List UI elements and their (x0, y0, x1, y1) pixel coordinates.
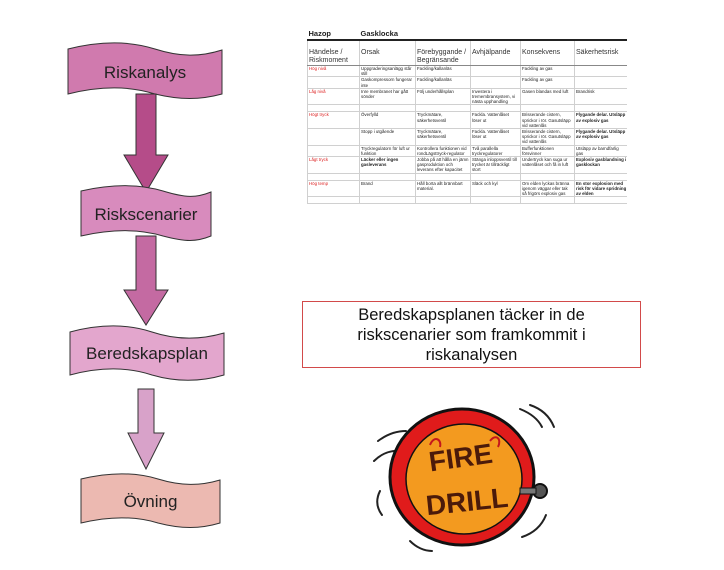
beredskapsplan-label: Beredskapsplan (70, 344, 224, 364)
hazop-cell (416, 173, 471, 180)
ovning-label: Övning (81, 492, 220, 512)
hazop-cell: Överfylld (360, 112, 416, 129)
hazop-cell (416, 105, 471, 112)
arrow-riskanalys-to-riskscenarier (124, 94, 168, 192)
hazop-cell: Jobba på att hålla en jämn gasproduktion… (416, 157, 471, 174)
hazop-event-cell: Hög nivå (308, 66, 360, 77)
hazop-event-cell (308, 129, 360, 146)
hazop-cell: Fackling av gas (521, 77, 575, 88)
hazop-event-cell: Lågt tryck (308, 157, 360, 174)
hazop-header-cell: Händelse / Riskmoment (308, 40, 360, 66)
hazop-event-cell: Låg nivå (308, 88, 360, 105)
hazop-cell (360, 197, 416, 204)
hazop-cell: Explosiv gasblandning i gasklockan (575, 157, 628, 174)
hazop-row (308, 105, 628, 112)
flow-diagram (0, 0, 300, 570)
hazop-cell: Gaskompressorn fungerar inte (360, 77, 416, 88)
arrow-riskscenarier-to-beredskapsplan (124, 236, 168, 325)
hazop-cell (575, 105, 628, 112)
hazop-cell (521, 105, 575, 112)
hazop-event-cell (308, 197, 360, 204)
hazop-cell: Tryckmätare, säkerhetsventil (416, 112, 471, 129)
textbox-text: Beredskapsplanen täcker in de riskscenar… (322, 305, 622, 365)
hazop-cell: Bufferfunktionen försvinner (521, 145, 575, 156)
hazop-cell: Flygande delar. Utsläpp av explosiv gas (575, 112, 628, 129)
hazop-cell: Utsläpp av barndfarlig gas (575, 145, 628, 156)
hazop-header-cell: Förebyggande / Begränsande (416, 40, 471, 66)
hazop-cell (360, 105, 416, 112)
hazop-cell: Kontrollera funktionen vid rondLägsttryc… (416, 145, 471, 156)
hazop-header-cell: Avhjälpande (471, 40, 521, 66)
hazop-cell: Uppgraderingsanlägg står still (360, 66, 416, 77)
hazop-cell: Brisserande cistern, sprickor i rör. Gas… (521, 112, 575, 129)
arrow-beredskapsplan-to-ovning (128, 389, 164, 469)
hazop-cell: Inre membranet har gått sönder (360, 88, 416, 105)
hazop-cell (360, 173, 416, 180)
hazop-cell: Tryckregulatorn för luft ur funktion (360, 145, 416, 156)
hazop-subject: Gasklocka (360, 28, 628, 40)
riskanalys-label: Riskanalys (68, 63, 222, 83)
hazop-cell: Brandrisk (575, 88, 628, 105)
hazop-cell: Fackling av gas (521, 66, 575, 77)
hazop-cell: Två parallella tryckregulatorer (471, 145, 521, 156)
hazop-cell: Brisserande cistern, sprickor i rör. Gas… (521, 129, 575, 146)
hazop-cell: Följ underhållsplan (416, 88, 471, 105)
beredskapsplan-textbox: Beredskapsplanen täcker in de riskscenar… (302, 301, 641, 368)
hazop-cell (471, 105, 521, 112)
riskscenarier-label: Riskscenarier (81, 205, 211, 225)
hazop-header-cell: Säkerhetsrisk (575, 40, 628, 66)
hazop-cell: Investera i tremembransystem, vi nästa u… (471, 88, 521, 105)
hazop-cell: Tryckmätare, säkerhetsventil (416, 129, 471, 146)
hazop-event-cell (308, 173, 360, 180)
hazop-event-cell (308, 77, 360, 88)
hazop-event-cell: Hög temp (308, 180, 360, 197)
hazop-cell: Håll borta allt brännbart material. (416, 180, 471, 197)
hazop-cell (471, 173, 521, 180)
hazop-cell (575, 173, 628, 180)
hazop-title: Hazop (308, 28, 360, 40)
hazop-cell (471, 66, 521, 77)
hazop-cell: Om elden lyckas bränna igenom väggar ell… (521, 180, 575, 197)
hazop-cell (471, 77, 521, 88)
hazop-cell (521, 197, 575, 204)
hazop-cell (575, 197, 628, 204)
hazop-cell: Fackla. Vattenlåset löser ut (471, 129, 521, 146)
hazop-cell: Fackla. Vattenlåset löser ut (471, 112, 521, 129)
hazop-header-cell: Konsekvens (521, 40, 575, 66)
hazop-cell: Brand (360, 180, 416, 197)
hazop-cell: Flygande delar. Utsläpp av explosiv gas (575, 129, 628, 146)
hazop-cell: Släck och kyl (471, 180, 521, 197)
hazop-cell: Gasen blandas med luft (521, 88, 575, 105)
hazop-cell (575, 77, 628, 88)
hazop-event-cell (308, 105, 360, 112)
hazop-cell: Undertryck kan suga ur vattenlåset och f… (521, 157, 575, 174)
hazop-header-cell: Orsak (360, 40, 416, 66)
hazop-cell (575, 66, 628, 77)
fire-drill-illustration: FIRE DRILL (370, 395, 560, 555)
hazop-cell (521, 173, 575, 180)
hazop-cell: Fackling/kallanläs (416, 77, 471, 88)
hazop-cell: Läcker eller ingen gasleverans (360, 157, 416, 174)
hazop-cell (416, 197, 471, 204)
hazop-cell: Stänga inloppsventil till trycket är til… (471, 157, 521, 174)
hazop-row (308, 197, 628, 204)
hazop-cell: Stopp i utgående (360, 129, 416, 146)
hazop-event-cell: Högt tryck (308, 112, 360, 129)
hazop-cell: En stor explosion med risk för vidare sp… (575, 180, 628, 197)
hazop-cell: Fackling/kallanläs (416, 66, 471, 77)
hazop-row (308, 173, 628, 180)
hazop-cell (471, 197, 521, 204)
hazop-event-cell (308, 145, 360, 156)
